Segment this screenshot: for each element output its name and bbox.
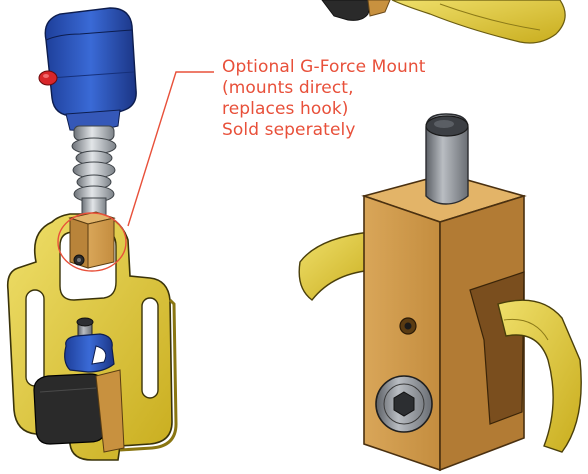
callout-line-4: Sold seperately — [222, 120, 356, 140]
callout-line-2: (mounts direct, — [222, 78, 354, 98]
bellows-column — [71, 125, 117, 219]
callout-text: Optional G-Force Mount (mounts direct, r… — [222, 57, 425, 141]
callout-leader — [57, 71, 214, 272]
small-mount-block — [68, 211, 116, 269]
large-mount-block — [298, 113, 582, 472]
cropped-top-part — [321, 0, 566, 44]
clamp-assembly — [33, 317, 125, 453]
callout-line-1: Optional G-Force Mount — [222, 57, 426, 77]
hoist-body — [38, 7, 137, 131]
callout-line-3: replaces hook) — [222, 99, 349, 119]
